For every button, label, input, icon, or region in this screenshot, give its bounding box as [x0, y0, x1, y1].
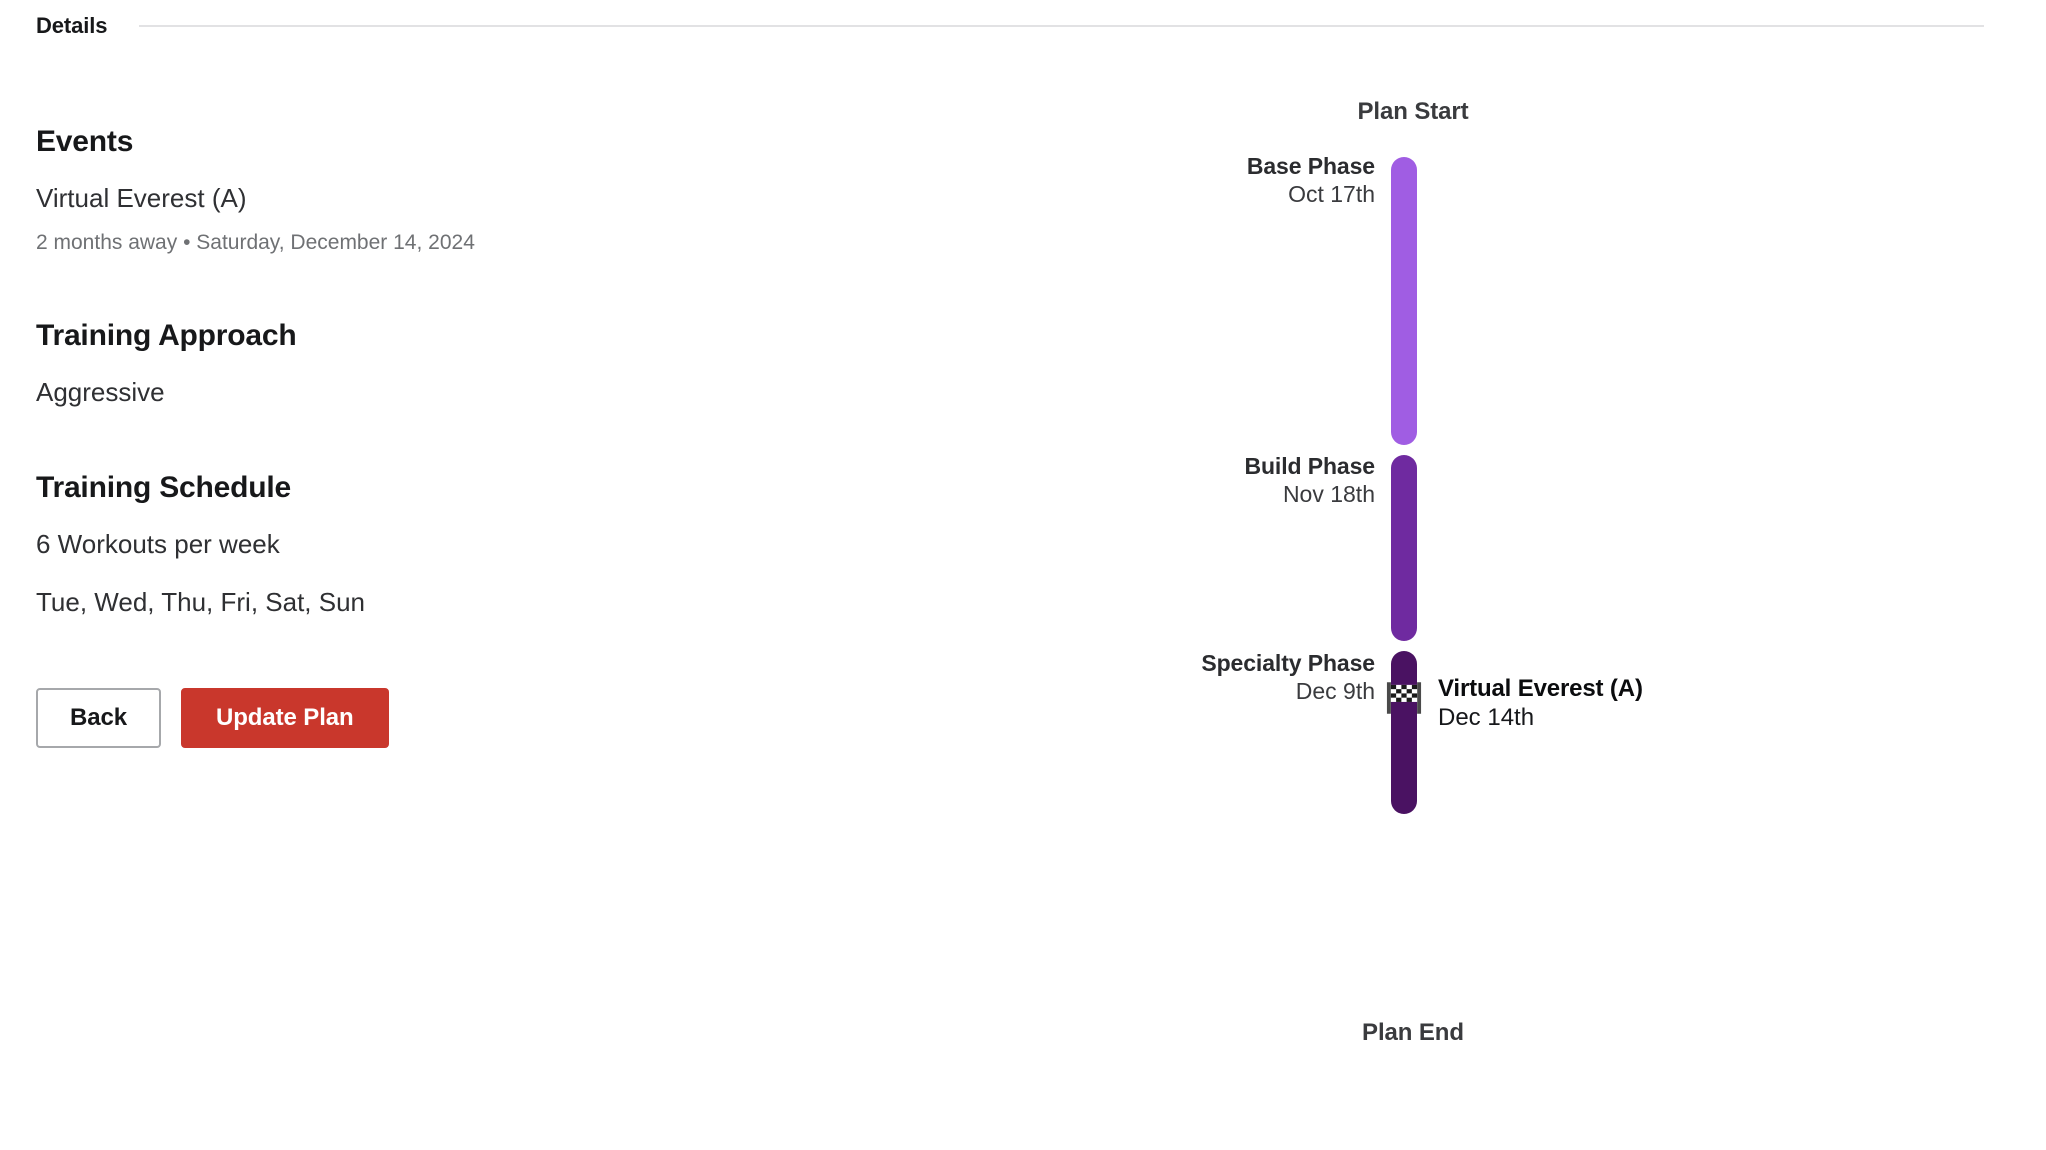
timeline-event-name: Virtual Everest (A) [1438, 675, 1643, 702]
plan-end-label: Plan End [1362, 1019, 1464, 1046]
training-schedule-frequency: 6 Workouts per week [36, 529, 280, 560]
timeline-event-date: Dec 14th [1438, 704, 1535, 732]
timeline-rail-specialty-phase [1391, 651, 1417, 814]
timeline-rail-build-phase [1391, 455, 1417, 641]
details-left-column: Events Virtual Everest (A) 2 months away… [36, 124, 1036, 749]
header-divider [139, 25, 1985, 27]
training-schedule-days: Tue, Wed, Thu, Fri, Sat, Sun [36, 586, 365, 617]
update-plan-button[interactable]: Update Plan [180, 688, 389, 749]
timeline-event-text: Virtual Everest (A) Dec 14th [1438, 674, 1643, 733]
events-heading: Events [36, 125, 134, 158]
checkered-flag-icon [1386, 682, 1422, 714]
timeline-event-marker[interactable]: Virtual Everest (A) Dec 14th [1383, 674, 1643, 733]
training-approach-section: Training Approach Aggressive [36, 318, 1036, 409]
details-header: Details [0, 0, 2046, 52]
phase-date-build: Nov 18th [1282, 481, 1375, 508]
phase-date-specialty: Dec 9th [1295, 678, 1375, 705]
event-meta: 2 months away • Saturday, December 14, 2… [36, 230, 475, 254]
phase-name-specialty: Specialty Phase [1201, 650, 1375, 676]
training-approach-heading: Training Approach [36, 318, 297, 352]
training-schedule-heading: Training Schedule [36, 471, 291, 505]
training-schedule-section: Training Schedule 6 Workouts per week Tu… [36, 470, 1036, 618]
events-section: Events Virtual Everest (A) 2 months away… [36, 124, 1036, 256]
timeline-rail-base-phase [1391, 157, 1417, 445]
phase-label-build: Build Phase Nov 18th [955, 452, 1375, 508]
event-name: Virtual Everest (A) [36, 183, 247, 213]
training-approach-value: Aggressive [36, 376, 165, 407]
phase-date-base: Oct 17th [1288, 181, 1375, 208]
plan-timeline: Plan Start Base Phase Oct 17th Build Pha… [1130, 52, 1890, 1150]
page-title: Details [36, 13, 108, 38]
back-button[interactable]: Back [36, 688, 161, 749]
details-content: Events Virtual Everest (A) 2 months away… [0, 52, 2046, 1150]
plan-start-label: Plan Start [1357, 98, 1469, 125]
phase-name-build: Build Phase [1244, 453, 1375, 479]
phase-name-base: Base Phase [1246, 153, 1375, 179]
phase-label-base: Base Phase Oct 17th [955, 152, 1375, 208]
action-button-row: Back Update Plan [36, 688, 1036, 749]
phase-label-specialty: Specialty Phase Dec 9th [955, 649, 1375, 705]
